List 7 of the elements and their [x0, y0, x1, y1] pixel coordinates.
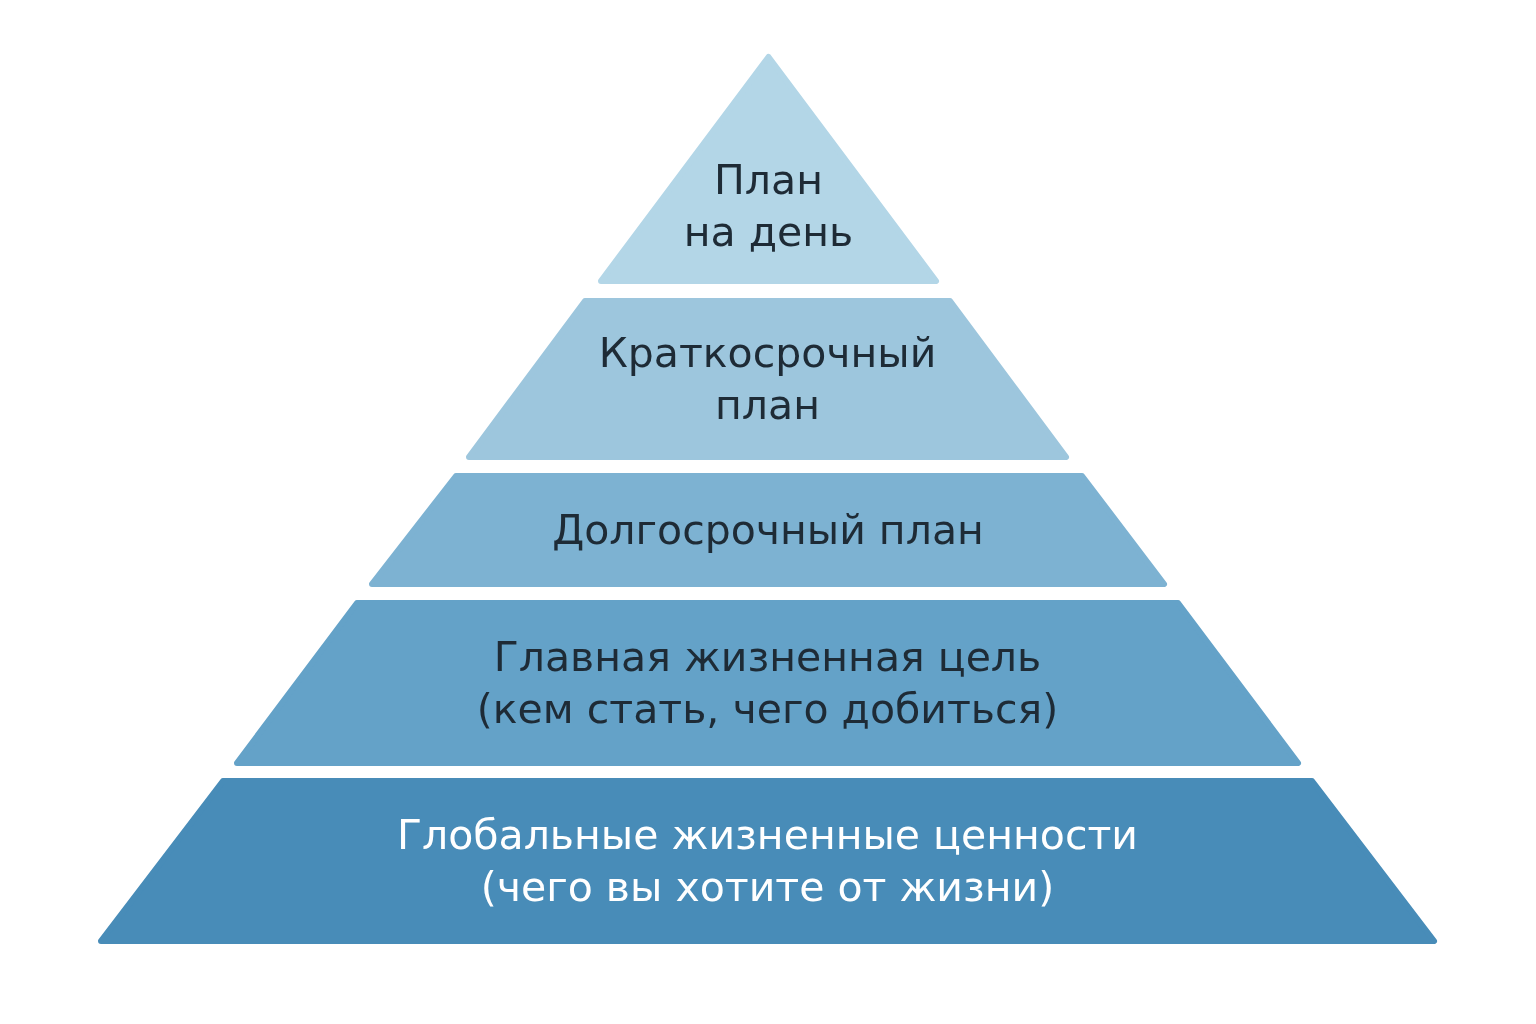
tier-label: План на день	[683, 155, 854, 258]
tier-label: Главная жизненная цель	[493, 632, 1042, 683]
tier-label: (чего вы хотите от жизни)	[480, 862, 1055, 913]
tier-label: Краткосрочный план	[598, 328, 937, 431]
tier-label: Глобальные жизненные ценности	[396, 810, 1139, 861]
tier-label: Долгосрочный план	[552, 505, 984, 556]
tier-label: (кем стать, чего добиться)	[476, 684, 1059, 735]
